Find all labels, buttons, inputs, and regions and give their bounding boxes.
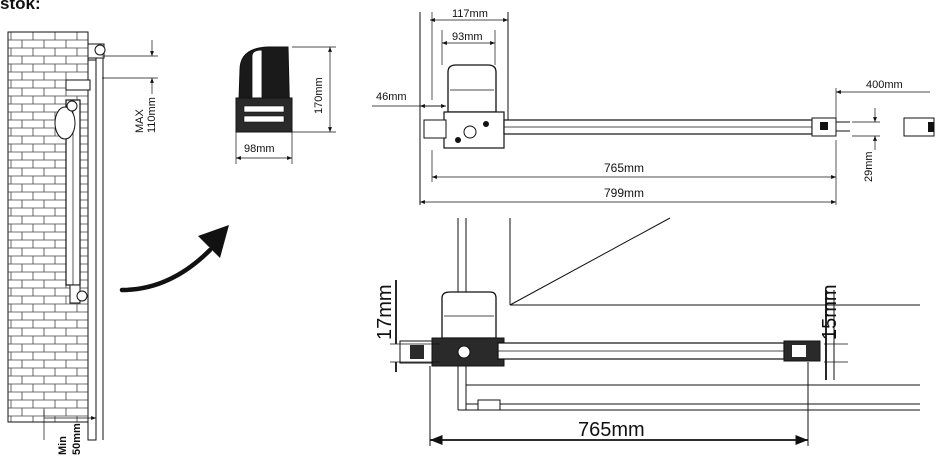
wall-offset-label: 110mm: [146, 97, 158, 133]
min-label: Min: [57, 436, 69, 455]
width-side-label: 98mm: [244, 143, 275, 155]
motor-side-profile: 170mm 98mm: [235, 46, 336, 164]
min-value-label: 50mm: [71, 423, 83, 455]
install-length-label: 765mm: [578, 419, 645, 441]
right-height-label: 15mm: [819, 284, 841, 340]
rotate-arrow: [119, 225, 229, 293]
front-offset-label: 46mm: [376, 91, 407, 103]
length-765-label: 765mm: [604, 161, 644, 175]
width-top-inner-label: 93mm: [452, 31, 483, 43]
motor-housing: [54, 106, 76, 140]
installation-view: 17mm 15mm 765mm: [374, 217, 920, 446]
wall-side-view: MAX 110mm Min 50mm: [7, 31, 158, 455]
length-799-label: 799mm: [604, 186, 644, 200]
height-side-label: 170mm: [313, 77, 325, 114]
left-height-label: 17mm: [374, 284, 396, 340]
max-label: MAX: [134, 109, 146, 134]
width-top-label: 117mm: [452, 8, 488, 20]
rod-height-label: 29mm: [863, 151, 875, 182]
gate-post: [87, 59, 97, 441]
stroke-ext-label: 400mm: [866, 79, 903, 91]
actuator-front-view: 117mm 93mm 46mm 400mm 29mm: [372, 8, 935, 205]
header-cut-text: stok:: [0, 0, 41, 13]
